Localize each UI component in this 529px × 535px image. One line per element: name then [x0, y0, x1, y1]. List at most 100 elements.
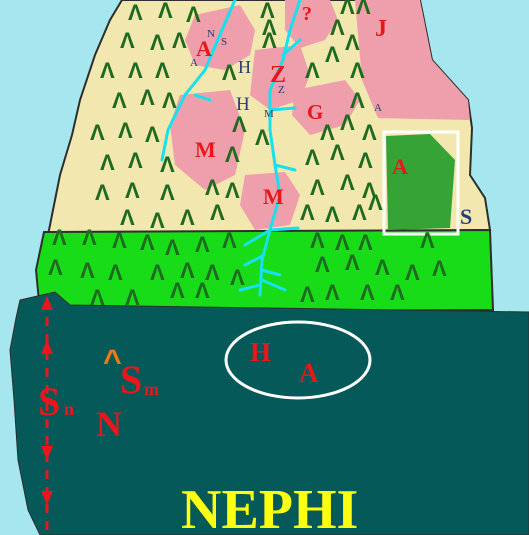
label-s-m: S: [120, 357, 142, 402]
label-g: G: [307, 100, 323, 124]
mountain-icon: Λ: [158, 0, 173, 23]
mountain-icon: Λ: [120, 205, 135, 230]
mountain-icon: Λ: [140, 85, 155, 110]
mountain-icon: Λ: [128, 58, 143, 83]
mountain-icon: Λ: [300, 200, 315, 225]
label-s-small: S: [221, 36, 227, 48]
mountain-icon: Λ: [165, 235, 180, 260]
mountain-icon: Λ: [162, 88, 177, 113]
mountain-icon: Λ: [255, 125, 270, 150]
mountain-icon: Λ: [52, 225, 67, 250]
mountain-icon: Λ: [195, 278, 210, 303]
label-a-small-right: A: [374, 102, 382, 114]
label-n-south: N: [96, 404, 122, 444]
mountain-icon: Λ: [356, 0, 371, 19]
mountain-icon: Λ: [420, 228, 435, 253]
label-m-mid: M: [263, 184, 284, 209]
label-s-big: S: [38, 379, 60, 424]
label-a-box: A: [392, 154, 408, 179]
mountain-icon: Λ: [90, 120, 105, 145]
mountain-icon: Λ: [340, 110, 355, 135]
mountain-icon: Λ: [230, 265, 245, 290]
pink-region-question: [285, 0, 338, 48]
mountain-icon: Λ: [345, 250, 360, 275]
arrow-down-icon: [41, 446, 53, 460]
mountain-icon: Λ: [145, 122, 160, 147]
mountain-icon: Λ: [150, 260, 165, 285]
mountain-icon: Λ: [128, 0, 143, 25]
label-m-sub: m: [144, 379, 159, 399]
mountain-icon: Λ: [432, 256, 447, 281]
label-n-sub: n: [64, 399, 74, 419]
mountain-icon: Λ: [100, 150, 115, 175]
label-a-north: A: [196, 36, 212, 61]
mountain-icon: Λ: [180, 205, 195, 230]
vertical-arrow: [41, 296, 53, 535]
arrow-up-icon: [41, 296, 53, 310]
mountain-icon: Λ: [358, 148, 373, 173]
mountain-icon: Λ: [300, 282, 315, 307]
mountain-icon: Λ: [350, 58, 365, 83]
mountain-icon: Λ: [305, 145, 320, 170]
mountain-icon: Λ: [140, 230, 155, 255]
mountain-icon: Λ: [315, 252, 330, 277]
mountain-icon: Λ: [82, 225, 97, 250]
mountain-icon: Λ: [95, 180, 110, 205]
mountain-icon: Λ: [232, 112, 247, 137]
mountain-icon: Λ: [260, 0, 275, 23]
mountain-icon: Λ: [195, 232, 210, 257]
mountain-icon: Λ: [225, 142, 240, 167]
forest-box-outline: [382, 130, 460, 236]
mountain-icon: Λ: [405, 260, 420, 285]
south-ellipse: [224, 320, 372, 400]
mountain-icon: Λ: [125, 178, 140, 203]
mountain-icon: Λ: [310, 175, 325, 200]
mountain-icon: Λ: [112, 88, 127, 113]
mountain-icon: Λ: [362, 120, 377, 145]
mountain-icon: Λ: [325, 280, 340, 305]
mountain-icon: Λ: [186, 2, 201, 27]
mountain-icon: Λ: [120, 28, 135, 53]
mountain-icon: Λ: [225, 178, 240, 203]
mountain-icon: Λ: [118, 118, 133, 143]
mountain-icon: Λ: [210, 200, 225, 225]
arrow-up-icon: [41, 340, 53, 354]
mountain-icon: Λ: [112, 228, 127, 253]
mountain-icon: Λ: [262, 15, 277, 40]
label-h-south: H: [250, 337, 271, 367]
mountain-icon: Λ: [128, 148, 143, 173]
mountain-icon: Λ: [222, 60, 237, 85]
mountain-icon: Λ: [340, 170, 355, 195]
mountain-icon: Λ: [80, 258, 95, 283]
label-a-small-left: A: [190, 57, 198, 69]
mountain-icon: Λ: [160, 180, 175, 205]
label-m-small: M: [264, 108, 274, 120]
label-m-left: M: [195, 137, 216, 162]
pink-region-j: [355, 0, 470, 120]
map-title: NEPHI: [181, 479, 358, 535]
mountain-icon: Λ: [340, 0, 355, 19]
pink-region-g: [292, 80, 360, 135]
label-z-big: Z: [270, 62, 286, 88]
mountain-icon: Λ: [90, 285, 105, 310]
label-h-upper: H: [238, 57, 251, 77]
mountain-icon: Λ: [350, 88, 365, 113]
mountain-icon: Λ: [375, 255, 390, 280]
mountain-icon: Λ: [48, 255, 63, 280]
label-h-mid: H: [236, 94, 250, 115]
mountain-icon: Λ: [180, 258, 195, 283]
label-s-right: S: [460, 204, 472, 229]
mountain-icon: Λ: [108, 260, 123, 285]
mountain-icon: Λ: [205, 175, 220, 200]
mountain-icon: Λ: [125, 285, 140, 310]
label-j: J: [375, 16, 387, 42]
mountain-icon: Λ: [360, 280, 375, 305]
mountain-icon: Λ: [352, 200, 367, 225]
mountain-icon: Λ: [390, 280, 405, 305]
mountain-icon: Λ: [325, 202, 340, 227]
mountain-icon: Λ: [262, 28, 277, 53]
label-z-small: Z: [278, 84, 285, 96]
mountain-icon: Λ: [155, 58, 170, 83]
